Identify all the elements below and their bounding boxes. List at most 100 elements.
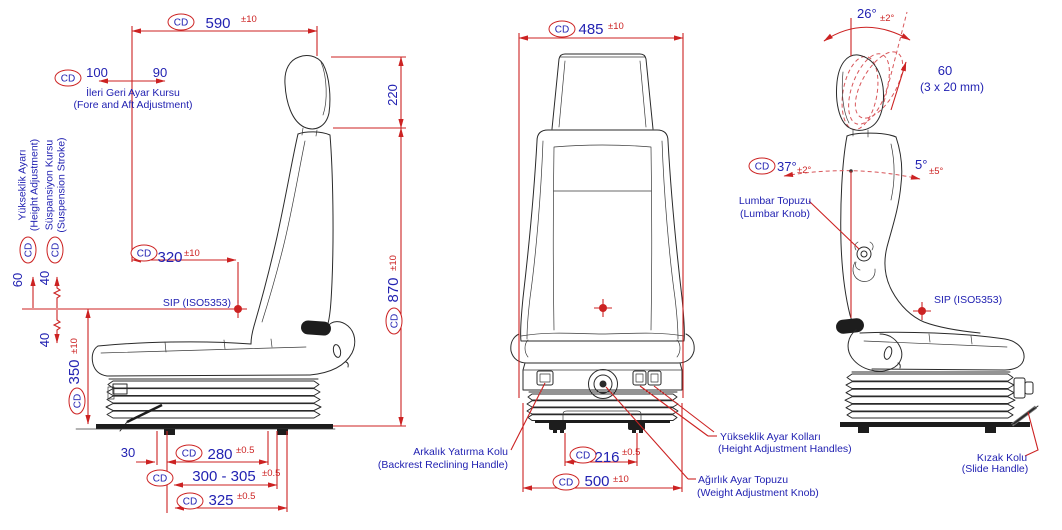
rear-view-dimensions: 26° ±2° 60 (3 x 20 mm) CD 37° ±2° 5° ±5°… [739,6,1039,475]
dim-325-tolerance: ±0.5 [237,491,255,502]
backrest-handle-label-tr: Arkalık Yatırma Kolu [413,446,508,458]
weight-adjustment-knob [588,369,618,399]
cushion [859,331,1006,340]
dim-870-tolerance: ±10 [388,255,399,271]
isri-logo-badge [836,318,864,334]
fore-aft-left-value: 100 [86,65,108,80]
cushion [510,333,695,364]
angle-37-value: 37° [777,159,797,174]
cd-symbol [175,444,203,462]
lumbar-knob [852,241,876,282]
cd-symbol [167,13,195,31]
headrest-travel-note: (3 x 20 mm) [920,80,984,94]
cd-label: CD [174,18,188,29]
backrest-handle-label-en: (Backrest Reclining Handle) [378,459,508,471]
base-rail [535,420,670,423]
cd-symbol [385,307,403,335]
seat-right-side-view [836,51,1039,433]
suspension-stroke-label-en: (Suspension Stroke) [56,137,68,232]
sip-target-icon [594,299,612,317]
cd-label: CD [61,74,75,85]
sip-label: SIP (ISO5353) [163,297,231,309]
dim-320-tolerance: ±10 [184,248,200,259]
cd-label: CD [73,394,84,408]
dim-216-tolerance: ±0.5 [622,447,640,458]
cd-label: CD [183,497,197,508]
cd-symbol [548,20,576,38]
backrest [520,129,685,342]
front-view-dimensions: CD 485 ±10 CD 216 ±0.5 CD 500 ±10 Arkalı… [378,20,852,499]
height-adjustment-handles [632,370,662,386]
cd-symbol [748,157,776,175]
cd-symbol [19,236,37,264]
height-adjustment-label-en: (Height Adjustment) [29,139,41,231]
slide-handle-label-en: (Slide Handle) [962,463,1029,475]
dim-320-value: 320 [157,249,182,266]
seat-side-view [75,55,356,435]
lumbar-label-en: (Lumbar Knob) [740,208,810,220]
cd-symbol [68,387,86,415]
suspension-bellows [105,378,322,419]
dim-30-value: 30 [121,445,135,460]
angle-5-tolerance: ±5° [929,166,943,177]
dim-220-value: 220 [385,84,400,106]
rail-foot [628,421,645,433]
backrest [297,131,334,328]
dim-300-305-value: 300 - 305 [192,468,255,485]
backrest [846,132,897,138]
dim-280-value: 280 [207,446,232,463]
recliner-bracket [847,329,903,372]
rail-foot [164,429,175,435]
suspension-stroke-label-tr: Süspansiyon Kursu [44,140,56,231]
angle-26-tolerance: ±2° [880,13,894,24]
cd-symbol [146,469,174,487]
dim-870-value: 870 [385,277,402,302]
cd-label: CD [24,243,35,257]
rail-foot [858,427,869,433]
dim-590-value: 590 [205,15,230,32]
headrest-travel-value: 60 [938,63,952,78]
base-frame [522,362,683,391]
headrest-position-outline [848,53,890,125]
sip-target-icon [913,302,931,320]
dim-350-value: 350 [66,359,83,384]
dim-485-value: 485 [578,21,603,38]
base-rail [96,424,333,429]
dim-40-up-value: 40 [37,271,52,285]
headrest-position-outline [854,51,904,119]
headrest [551,53,654,130]
dim-485-tolerance: ±10 [608,21,624,32]
cd-symbol [552,473,580,491]
cd-symbol [54,69,82,87]
headrest [284,55,331,130]
height-handles-label-tr: Yükseklik Ayar Kolları [720,431,821,443]
slide-handle-label-tr: Kızak Kolu [977,452,1027,464]
weight-knob-label-tr: Ağırlık Ayar Topuzu [698,474,788,486]
cd-label: CD [576,451,590,462]
angle-5-value: 5° [915,157,927,172]
cd-label: CD [137,249,151,260]
rail-foot [277,429,288,435]
cd-label: CD [51,243,62,257]
dim-300-305-tolerance: ±0.5 [262,468,280,479]
rail-foot [549,421,566,433]
dim-325-value: 325 [208,492,233,509]
cd-symbol [569,446,597,464]
cushion [97,341,252,347]
base-rail [840,422,1030,427]
fore-aft-label-tr: İleri Geri Ayar Kursu [86,86,180,99]
height-adjustment-label-tr: Yükseklik Ayarı [17,149,29,220]
seat-front-view [510,53,695,433]
headrest [836,54,884,131]
weight-knob-label-en: (Weight Adjustment Knob) [697,487,819,499]
cd-label: CD [390,314,401,328]
backrest-reclining-handle [536,370,554,386]
suspension-bellows [844,371,1016,419]
recliner-bracket [309,321,356,376]
lumbar-label-tr: Lumbar Topuzu [739,195,811,207]
cd-symbol [46,236,64,264]
cd-label: CD [555,25,569,36]
dim-216-value: 216 [594,449,619,466]
